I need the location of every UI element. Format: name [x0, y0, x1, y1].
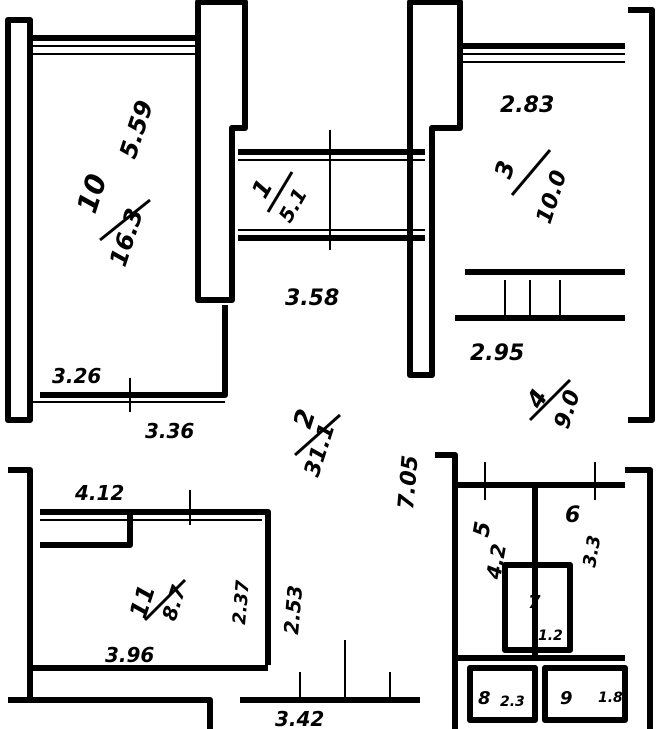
room-10-fraction-line — [99, 198, 151, 242]
room-10-number: 10 — [70, 170, 113, 217]
wall-room11-top — [40, 509, 271, 665]
room-4-dim: 2.95 — [470, 341, 524, 366]
room-3-dim: 2.83 — [500, 93, 554, 118]
wall-pillar-center — [195, 0, 248, 303]
room-1-area: 5.1 — [274, 184, 313, 227]
room-11-fraction-line — [143, 578, 187, 622]
room-5-number: 5 — [469, 520, 496, 539]
room-2-dim-right: 7.05 — [394, 454, 424, 510]
wall-right-exterior — [628, 7, 655, 423]
window-hatches — [30, 45, 625, 698]
wall-left-exterior — [5, 17, 33, 423]
room-9-number: 9 — [560, 688, 573, 709]
wall-bath-block — [435, 452, 458, 729]
wall-room11-niche — [40, 515, 133, 548]
room-4-number: 4 — [520, 385, 553, 414]
room-3: 2.83 3 10.0 — [489, 93, 572, 227]
dimension-3-26: 3.26 — [52, 364, 101, 388]
wall-room8-box — [467, 665, 538, 723]
room-1: 1 5.1 — [246, 171, 313, 227]
room-4: 2.95 4 9.0 — [470, 341, 586, 432]
room-9: 9 1.8 — [560, 688, 623, 709]
room-1-fraction-line — [266, 171, 294, 213]
room-4-fraction-line — [528, 378, 572, 422]
room-5: 5 4.2 — [469, 520, 511, 582]
wall-room9-box — [542, 665, 628, 723]
dimension-4-12: 4.12 — [74, 481, 124, 505]
room-2: 3.58 3.36 2 31.1 7.05 — [145, 286, 424, 511]
room-10: 10 16.3 5.59 — [70, 97, 159, 270]
room-8-area: 2.3 — [500, 694, 525, 710]
room-3-area: 10.0 — [532, 168, 573, 227]
room-10-dim-length: 5.59 — [114, 97, 159, 162]
room-2-dim-left: 3.36 — [145, 419, 194, 443]
room-7: 7 1.2 — [528, 592, 563, 644]
wall-bottom-exterior — [30, 697, 213, 729]
room-3-fraction-line — [510, 149, 552, 196]
wall-room10-bottom — [40, 305, 228, 398]
room-6-number: 6 — [565, 503, 580, 528]
wall-room7-box — [502, 562, 573, 653]
room-11-dim-inner: 2.37 — [229, 579, 254, 626]
room-11-dim-bottom: 3.96 — [105, 643, 154, 667]
room-8: 8 2.3 — [478, 688, 525, 710]
room-7-number: 7 — [528, 592, 541, 613]
room-8-number: 8 — [478, 688, 491, 709]
dimension-3-42: 3.42 — [275, 707, 324, 729]
wall-left-lower — [8, 467, 33, 703]
room-11-dim-right: 2.53 — [279, 584, 307, 635]
room-6: 6 3.3 — [565, 503, 605, 569]
room-11-area: 8.7 — [157, 582, 191, 623]
room-11-number: 11 — [124, 581, 161, 621]
wall-right-lower — [625, 467, 653, 729]
room-6-area: 3.3 — [579, 534, 605, 569]
room-2-fraction-line — [294, 413, 341, 457]
room-7-area: 1.2 — [538, 628, 563, 644]
room-2-dim-top: 3.58 — [285, 286, 339, 311]
wall-pillar-right — [407, 0, 463, 378]
room-1-number: 1 — [246, 175, 279, 203]
room-9-area: 1.8 — [598, 690, 623, 706]
walls — [5, 0, 655, 729]
room-10-area: 16.3 — [104, 205, 149, 270]
room-3-number: 3 — [489, 157, 521, 182]
